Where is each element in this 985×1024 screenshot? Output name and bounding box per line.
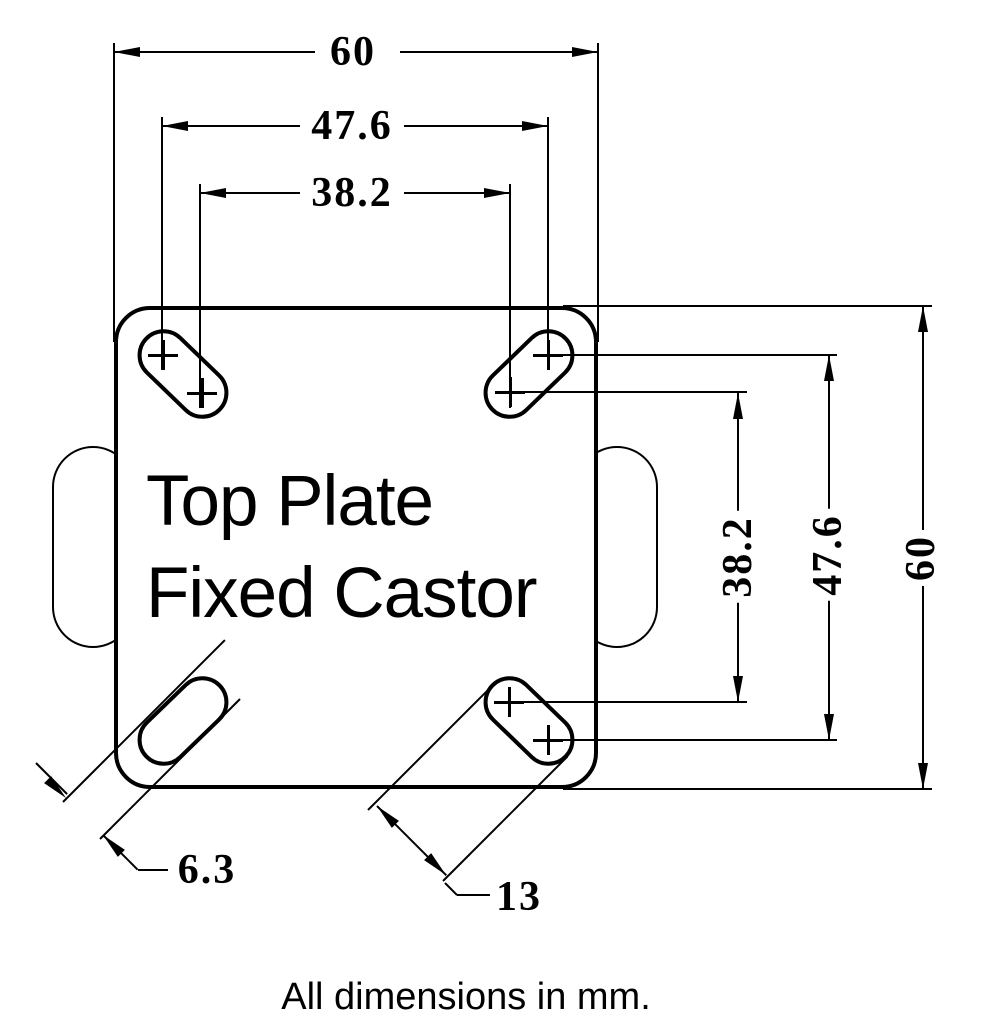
dim-line <box>200 192 300 194</box>
plate-title-line2: Fixed Castor <box>146 554 537 633</box>
dim-line <box>162 125 300 127</box>
extension-line <box>563 305 932 307</box>
extension-line <box>494 701 747 703</box>
arrowhead <box>824 355 834 381</box>
arrowhead <box>484 188 510 198</box>
arrowhead <box>200 188 226 198</box>
arrowhead <box>918 763 928 789</box>
dim-line <box>404 125 548 127</box>
dim-label-right-hole-outer: 47.6 <box>805 509 851 601</box>
dim-line <box>404 192 510 194</box>
arrowhead <box>424 853 450 879</box>
cross-mark <box>161 340 165 370</box>
extension-line <box>533 354 837 356</box>
extension-line <box>597 43 599 342</box>
arrowhead <box>572 47 598 57</box>
arrowhead <box>522 121 548 131</box>
dim-line <box>114 51 315 53</box>
arrowhead <box>114 47 140 57</box>
extension-line <box>509 184 511 408</box>
leader-line <box>138 869 168 871</box>
extension-line <box>563 788 932 790</box>
extension-line <box>547 117 549 370</box>
arrowhead <box>733 676 743 702</box>
dim-line <box>400 51 598 53</box>
arrowhead <box>162 121 188 131</box>
arrowhead <box>44 776 70 802</box>
extension-line <box>533 739 837 741</box>
arrowhead <box>99 831 125 857</box>
leader-line <box>444 882 458 896</box>
dim-label-slot-width: 6.3 <box>172 849 242 891</box>
arrowhead <box>373 802 399 828</box>
extension-line <box>161 117 163 370</box>
dim-label-right-hole-inner: 38.2 <box>715 511 761 603</box>
dim-label-slot-length: 13 <box>491 876 547 918</box>
units-note: All dimensions in mm. <box>281 976 651 1018</box>
arrowhead <box>733 393 743 419</box>
dim-label-top-width: 60 <box>325 31 381 73</box>
arrowhead <box>824 714 834 740</box>
dim-label-right-height: 60 <box>898 530 944 586</box>
leader-line <box>457 894 490 896</box>
extension-line <box>199 184 201 408</box>
dim-label-top-hole-inner: 38.2 <box>306 172 398 214</box>
arrowhead <box>918 306 928 332</box>
dim-label-top-hole-outer: 47.6 <box>306 105 398 147</box>
extension-line <box>495 391 747 393</box>
plate-title-line1: Top Plate <box>146 462 434 541</box>
extension-line <box>113 43 115 342</box>
cross-mark <box>200 378 204 408</box>
